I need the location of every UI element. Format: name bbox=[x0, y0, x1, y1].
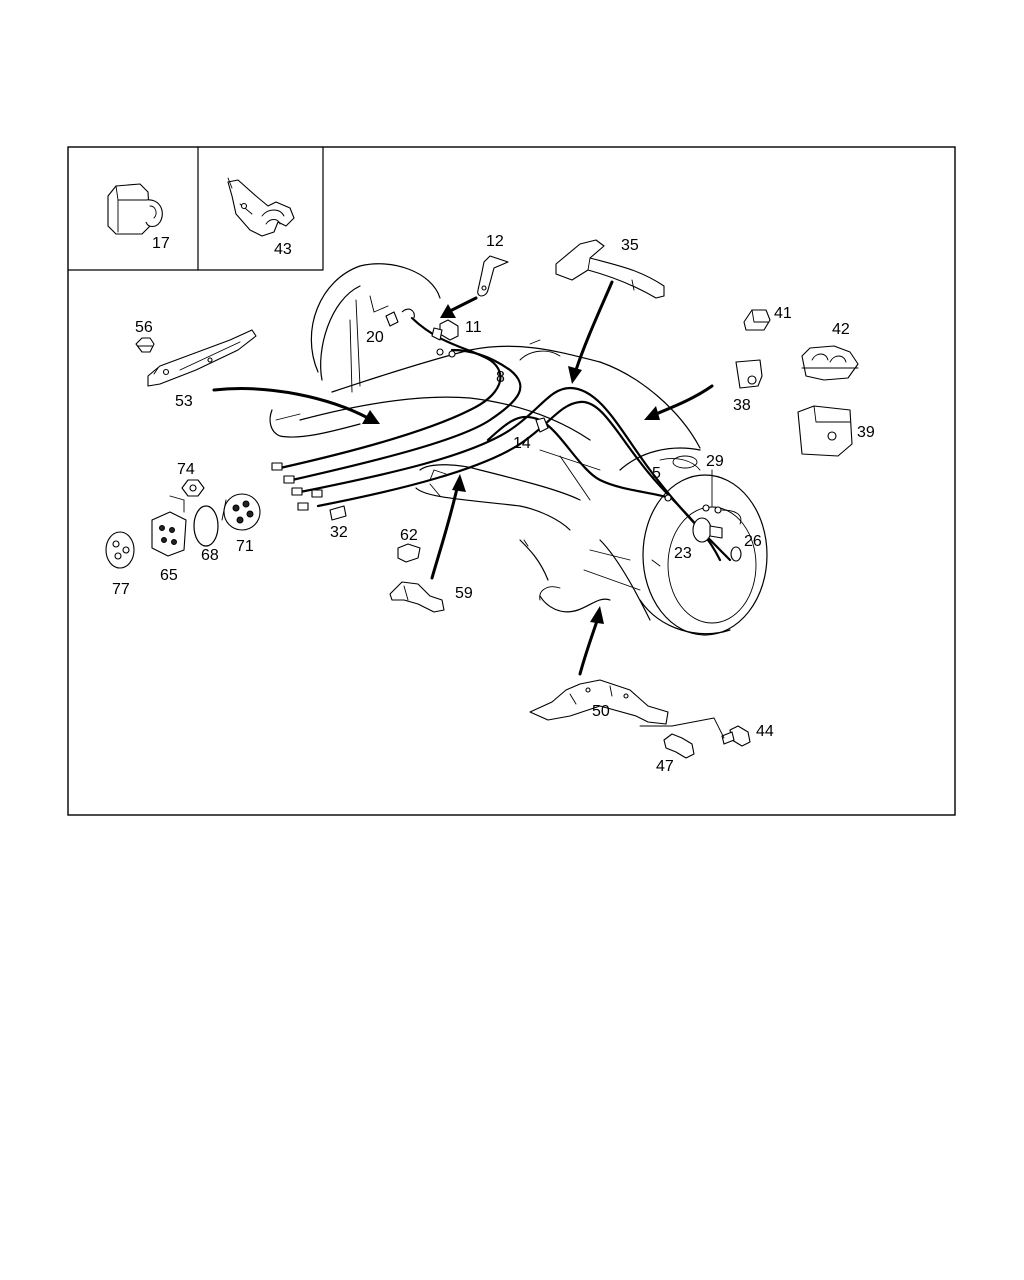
pointer-arrows bbox=[212, 280, 714, 676]
part-77-cap-icon bbox=[105, 531, 135, 569]
inset-boxes bbox=[67, 146, 324, 271]
label-14: 14 bbox=[513, 435, 531, 452]
label-35: 35 bbox=[621, 237, 639, 254]
part-42-clip-icon bbox=[801, 345, 859, 381]
part-62-clip-icon bbox=[397, 543, 421, 563]
part-38-clip-icon bbox=[735, 359, 763, 389]
label-77: 77 bbox=[112, 581, 130, 598]
label-43: 43 bbox=[274, 241, 292, 258]
part-74-nut-icon bbox=[181, 479, 205, 497]
part-39-block-icon bbox=[797, 405, 853, 457]
diagram-frame bbox=[67, 146, 956, 816]
label-8: 8 bbox=[496, 369, 505, 386]
label-5: 5 bbox=[652, 465, 661, 482]
label-20: 20 bbox=[366, 329, 384, 346]
label-42: 42 bbox=[832, 321, 850, 338]
part-47-bolt-icon bbox=[663, 733, 695, 759]
label-11: 11 bbox=[465, 319, 482, 336]
part-23-bolt-icon bbox=[692, 517, 723, 543]
part-56-nut-icon bbox=[135, 337, 155, 353]
label-71: 71 bbox=[236, 538, 254, 555]
part-50-bracket-icon bbox=[529, 679, 669, 725]
part-26-washer-icon bbox=[730, 546, 742, 562]
part-12-bracket-icon bbox=[477, 255, 509, 297]
brake-lines bbox=[271, 308, 742, 562]
label-47: 47 bbox=[656, 758, 674, 775]
part-65-socket-icon bbox=[151, 499, 187, 557]
label-62: 62 bbox=[400, 527, 418, 544]
part-59-bracket-icon bbox=[389, 581, 445, 613]
part-44-bolt-icon bbox=[721, 725, 751, 747]
label-59: 59 bbox=[455, 585, 473, 602]
label-29: 29 bbox=[706, 453, 724, 470]
label-39: 39 bbox=[857, 424, 875, 441]
label-68: 68 bbox=[201, 547, 219, 564]
label-32: 32 bbox=[330, 524, 348, 541]
axle-assembly-drawing bbox=[269, 263, 768, 636]
part-17-clip-icon bbox=[107, 183, 163, 235]
label-74: 74 bbox=[177, 461, 195, 478]
label-50: 50 bbox=[592, 703, 610, 720]
part-35-bracket-icon bbox=[555, 239, 665, 299]
label-17: 17 bbox=[152, 235, 170, 252]
part-71-connector-icon bbox=[221, 493, 261, 531]
part-41-clip-icon bbox=[743, 309, 771, 331]
callout-labels: 17 43 12 35 11 20 8 56 53 41 42 38 39 14… bbox=[112, 233, 875, 775]
label-26: 26 bbox=[744, 533, 762, 550]
label-44: 44 bbox=[756, 723, 774, 740]
label-56: 56 bbox=[135, 319, 153, 336]
label-38: 38 bbox=[733, 397, 751, 414]
part-32-sleeve-icon bbox=[329, 505, 347, 521]
part-43-bracket-icon bbox=[227, 177, 295, 237]
label-41: 41 bbox=[774, 305, 792, 322]
label-12: 12 bbox=[486, 233, 504, 250]
part-68-o-ring-icon bbox=[193, 505, 219, 547]
label-53: 53 bbox=[175, 393, 193, 410]
part-11-bolt-icon bbox=[431, 319, 459, 341]
part-53-bracket-icon bbox=[147, 329, 257, 387]
label-23: 23 bbox=[674, 545, 692, 562]
label-65: 65 bbox=[160, 567, 178, 584]
leader-lines bbox=[169, 469, 725, 739]
